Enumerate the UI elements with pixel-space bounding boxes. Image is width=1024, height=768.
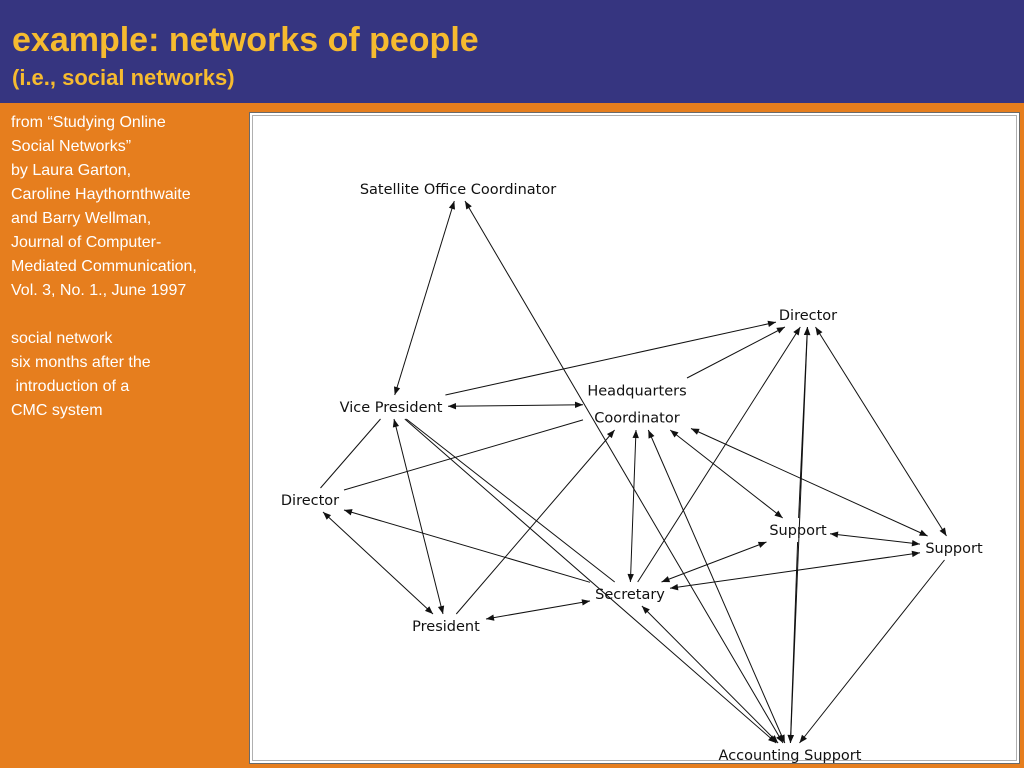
- edge-president-to-secretary: [485, 599, 591, 621]
- edge-secretary-to-accounting-support: [641, 605, 779, 744]
- caption-line: Journal of Computer-: [11, 234, 162, 251]
- node-label-hq-coordinator: Headquarters: [587, 384, 686, 400]
- edge-satellite-office-coordinator-to-vice-president: [393, 200, 456, 396]
- edge-director-top-to-accounting-support: [787, 326, 811, 744]
- edge-support-right-to-accounting-support: [799, 559, 945, 744]
- caption-line: Social Networks”: [11, 138, 132, 155]
- node-label-hq-coordinator: Coordinator: [594, 411, 679, 427]
- edge-hq-coordinator-to-accounting-support: [647, 429, 786, 744]
- edges-layer: [320, 200, 947, 744]
- node-label-support-right: Support: [925, 541, 983, 557]
- caption-line: Mediated Communication,: [11, 258, 197, 275]
- slide-header: example: networks of people (i.e., socia…: [0, 0, 1024, 103]
- caption-line: and Barry Wellman,: [11, 210, 152, 227]
- caption-line: by Laura Garton,: [11, 162, 132, 179]
- edge-satellite-office-coordinator-to-accounting-support: [464, 200, 784, 744]
- node-label-vice-president: Vice President: [340, 400, 443, 416]
- edge-director-top-to-support-right: [815, 326, 947, 537]
- edge-vice-president-to-president: [392, 418, 445, 615]
- edge-director-left-to-vice-president: [320, 418, 381, 489]
- edge-vice-president-to-director-top: [445, 320, 777, 396]
- edge-hq-coordinator-to-director-top: [686, 326, 786, 379]
- edge-director-left-to-secretary: [343, 509, 591, 583]
- edge-secretary-to-director-top: [637, 326, 801, 583]
- node-label-satellite-office-coordinator: Satellite Office Coordinator: [360, 182, 556, 198]
- network-diagram: Satellite Office CoordinatorDirectorVice…: [281, 182, 983, 763]
- node-label-director-left: Director: [281, 493, 339, 509]
- edge-director-left-to-hq-coordinator: [343, 419, 584, 491]
- caption-line: six months after the: [11, 354, 151, 371]
- caption-line: social network: [11, 330, 113, 347]
- node-label-accounting-support: Accounting Support: [719, 748, 862, 763]
- edge-vice-president-to-hq-coordinator: [447, 401, 584, 410]
- edge-support-middle-to-support-right: [829, 531, 921, 547]
- caption-line: CMC system: [11, 402, 103, 419]
- edge-director-left-to-president: [322, 511, 434, 615]
- edge-secretary-to-support-right: [669, 550, 921, 591]
- edge-hq-coordinator-to-secretary: [627, 429, 639, 583]
- citation-caption: from “Studying Online Social Networks” b…: [11, 111, 247, 423]
- slide-subtitle: (i.e., social networks): [12, 65, 235, 90]
- slide-title: example: networks of people: [12, 21, 479, 59]
- caption-line: from “Studying Online: [11, 114, 166, 131]
- nodes-layer: Satellite Office CoordinatorDirectorVice…: [281, 182, 983, 763]
- node-label-secretary: Secretary: [595, 587, 665, 603]
- node-label-support-middle: Support: [769, 523, 827, 539]
- caption-line: introduction of a: [11, 378, 130, 395]
- caption-line: [11, 303, 247, 327]
- edge-president-to-hq-coordinator: [455, 429, 615, 615]
- caption-line: Vol. 3, No. 1., June 1997: [11, 282, 187, 299]
- edge-hq-coordinator-to-support-right: [690, 428, 928, 537]
- node-label-president: President: [412, 619, 480, 635]
- node-label-director-top: Director: [779, 308, 837, 324]
- edge-vice-president-to-secretary: [405, 418, 616, 583]
- caption-line: Caroline Haythornthwaite: [11, 186, 191, 203]
